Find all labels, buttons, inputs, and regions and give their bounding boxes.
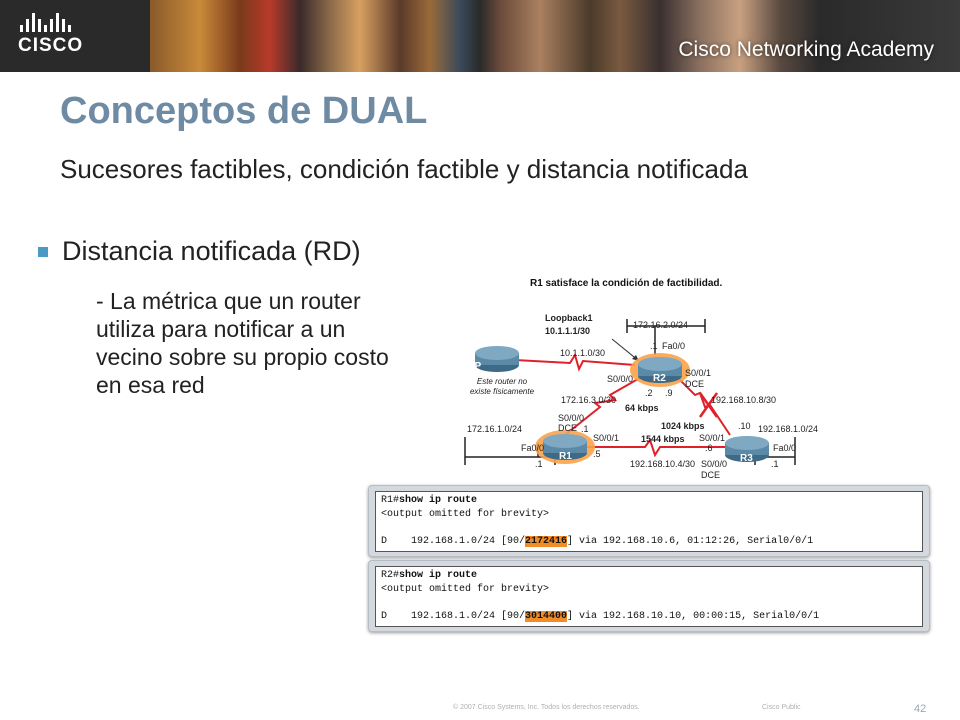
net-r1-lan-label: 172.16.1.0/24 — [467, 424, 523, 434]
cisco-bars-icon — [20, 12, 83, 32]
cisco-wordmark: CISCO — [18, 35, 84, 56]
router-isp-icon — [475, 346, 519, 372]
loopback-label: Loopback1 — [545, 313, 593, 323]
banner-photo-strip — [0, 0, 960, 72]
r2-command-line: R2#show ip route — [381, 569, 917, 583]
r2-route-output-panel: R2#show ip route <output omitted for bre… — [368, 560, 930, 632]
bullet-item: Distancia notificada (RD) — [38, 236, 361, 267]
bw-r1-r3-label: 1544 kbps — [641, 434, 685, 444]
r2-s001-label: S0/0/1 — [685, 368, 712, 378]
sub-bullet-text: - La métrica que un router utiliza para … — [96, 288, 389, 398]
r2-metric-highlight: 3014400 — [525, 610, 568, 622]
r3-dot10-label: .10 — [738, 421, 751, 431]
page-number: 42 — [914, 703, 927, 715]
net-r2-r3-label: 192.168.10.8/30 — [711, 395, 777, 405]
router-isp-label: ISP — [465, 361, 482, 372]
router-r1-label: R1 — [559, 451, 572, 462]
r1-omitted-line: <output omitted for brevity> — [381, 508, 550, 520]
r3-fa00-label: Fa0/0 — [773, 443, 797, 453]
r2-route-suffix: ] via 192.168.10.10, 00:00:15, Serial0/0… — [567, 610, 820, 622]
network-topology-diagram: R1 satisface la condición de factibilida… — [455, 275, 819, 485]
r2-dce-label: DCE — [685, 379, 705, 389]
r1-route-line: D 192.168.1.0/24 [90/2172416] via 192.16… — [381, 535, 917, 549]
r2-terminal: R2#show ip route <output omitted for bre… — [375, 566, 923, 627]
r3-s001-label: S0/0/1 — [699, 433, 726, 443]
bw-r2-r3-label: 1024 kbps — [661, 421, 705, 431]
r1-s001-label: S0/0/1 — [593, 433, 620, 443]
r2-route-line: D 192.168.1.0/24 [90/3014400] via 192.16… — [381, 610, 917, 624]
r2-dot9-label: .9 — [665, 388, 673, 398]
net-r1-r2-label: 172.16.3.0/30 — [561, 395, 617, 405]
r1-dot5-label: .5 — [593, 449, 601, 459]
r3-s000-label: S0/0/0 — [701, 459, 728, 469]
bullet-text: Distancia notificada (RD) — [62, 236, 361, 266]
router-r2-icon — [638, 357, 682, 383]
r2-route-prefix: D 192.168.1.0/24 [90/ — [381, 610, 526, 622]
r2-omitted-line: <output omitted for brevity> — [381, 583, 550, 595]
bw-r1-r2-label: 64 kbps — [625, 403, 659, 413]
router-r2-label: R2 — [653, 373, 666, 384]
r3-dot1-lan-label: .1 — [771, 459, 779, 469]
r1-dce-label: DCE — [558, 423, 578, 433]
r1-command: show ip route — [399, 495, 478, 506]
r2-fa00-label: Fa0/0 — [662, 341, 686, 351]
slide-title: Conceptos de DUAL — [60, 90, 428, 132]
bullet-square-icon — [38, 246, 48, 257]
r2-dot2-label: .2 — [645, 388, 653, 398]
header-banner: CISCO Cisco Networking Academy — [0, 0, 960, 72]
cisco-logo: CISCO — [18, 12, 83, 57]
slide-subtitle: Sucesores factibles, condición factible … — [60, 154, 748, 184]
net-r3-lan-label: 192.168.1.0/24 — [758, 424, 819, 434]
r1-dot1-top-label: .1 — [581, 424, 589, 434]
r1-dot1-lan-label: .1 — [535, 459, 543, 469]
footer-classification: Cisco Public — [762, 704, 801, 711]
router-r3-icon — [725, 436, 769, 462]
r1-blank-line — [381, 521, 917, 535]
isp-note: Este router no existe físicamente — [469, 377, 535, 396]
footer-copyright: © 2007 Cisco Systems, Inc. Todos los der… — [453, 704, 640, 711]
r2-command: show ip route — [399, 570, 478, 581]
router-r3-label: R3 — [740, 453, 753, 464]
diagram-caption: R1 satisface la condición de factibilida… — [530, 278, 723, 289]
r1-terminal: R1#show ip route <output omitted for bre… — [375, 491, 923, 552]
r1-s000-label: S0/0/0 — [558, 413, 585, 423]
r2-blank-line — [381, 596, 917, 610]
net-r1-r3-label: 192.168.10.4/30 — [630, 459, 696, 469]
r2-dot1-label: .1 — [650, 341, 658, 351]
r2-prompt: R2# — [381, 570, 400, 581]
r1-fa00-label: Fa0/0 — [521, 443, 545, 453]
net-isp-r2-label: 10.1.1.0/30 — [560, 348, 606, 358]
net-r2-lan-label: 172.16.2.0/24 — [633, 320, 689, 330]
r1-command-line: R1#show ip route — [381, 494, 917, 508]
r3-dot6-label: .6 — [705, 443, 713, 453]
topology-drawing — [464, 319, 796, 465]
loopback-ip-label: 10.1.1.1/30 — [545, 326, 591, 336]
r1-route-output-panel: R1#show ip route <output omitted for bre… — [368, 485, 930, 557]
router-r1-icon — [543, 434, 587, 460]
r1-metric-highlight: 2172416 — [525, 535, 568, 547]
r1-route-prefix: D 192.168.1.0/24 [90/ — [381, 535, 526, 547]
r2-s000-label: S0/0/0 — [607, 374, 634, 384]
r1-route-suffix: ] via 192.168.10.6, 01:12:26, Serial0/0/… — [567, 535, 814, 547]
academy-title: Cisco Networking Academy — [678, 38, 934, 61]
r1-prompt: R1# — [381, 495, 400, 506]
r3-dce-label: DCE — [701, 470, 721, 480]
